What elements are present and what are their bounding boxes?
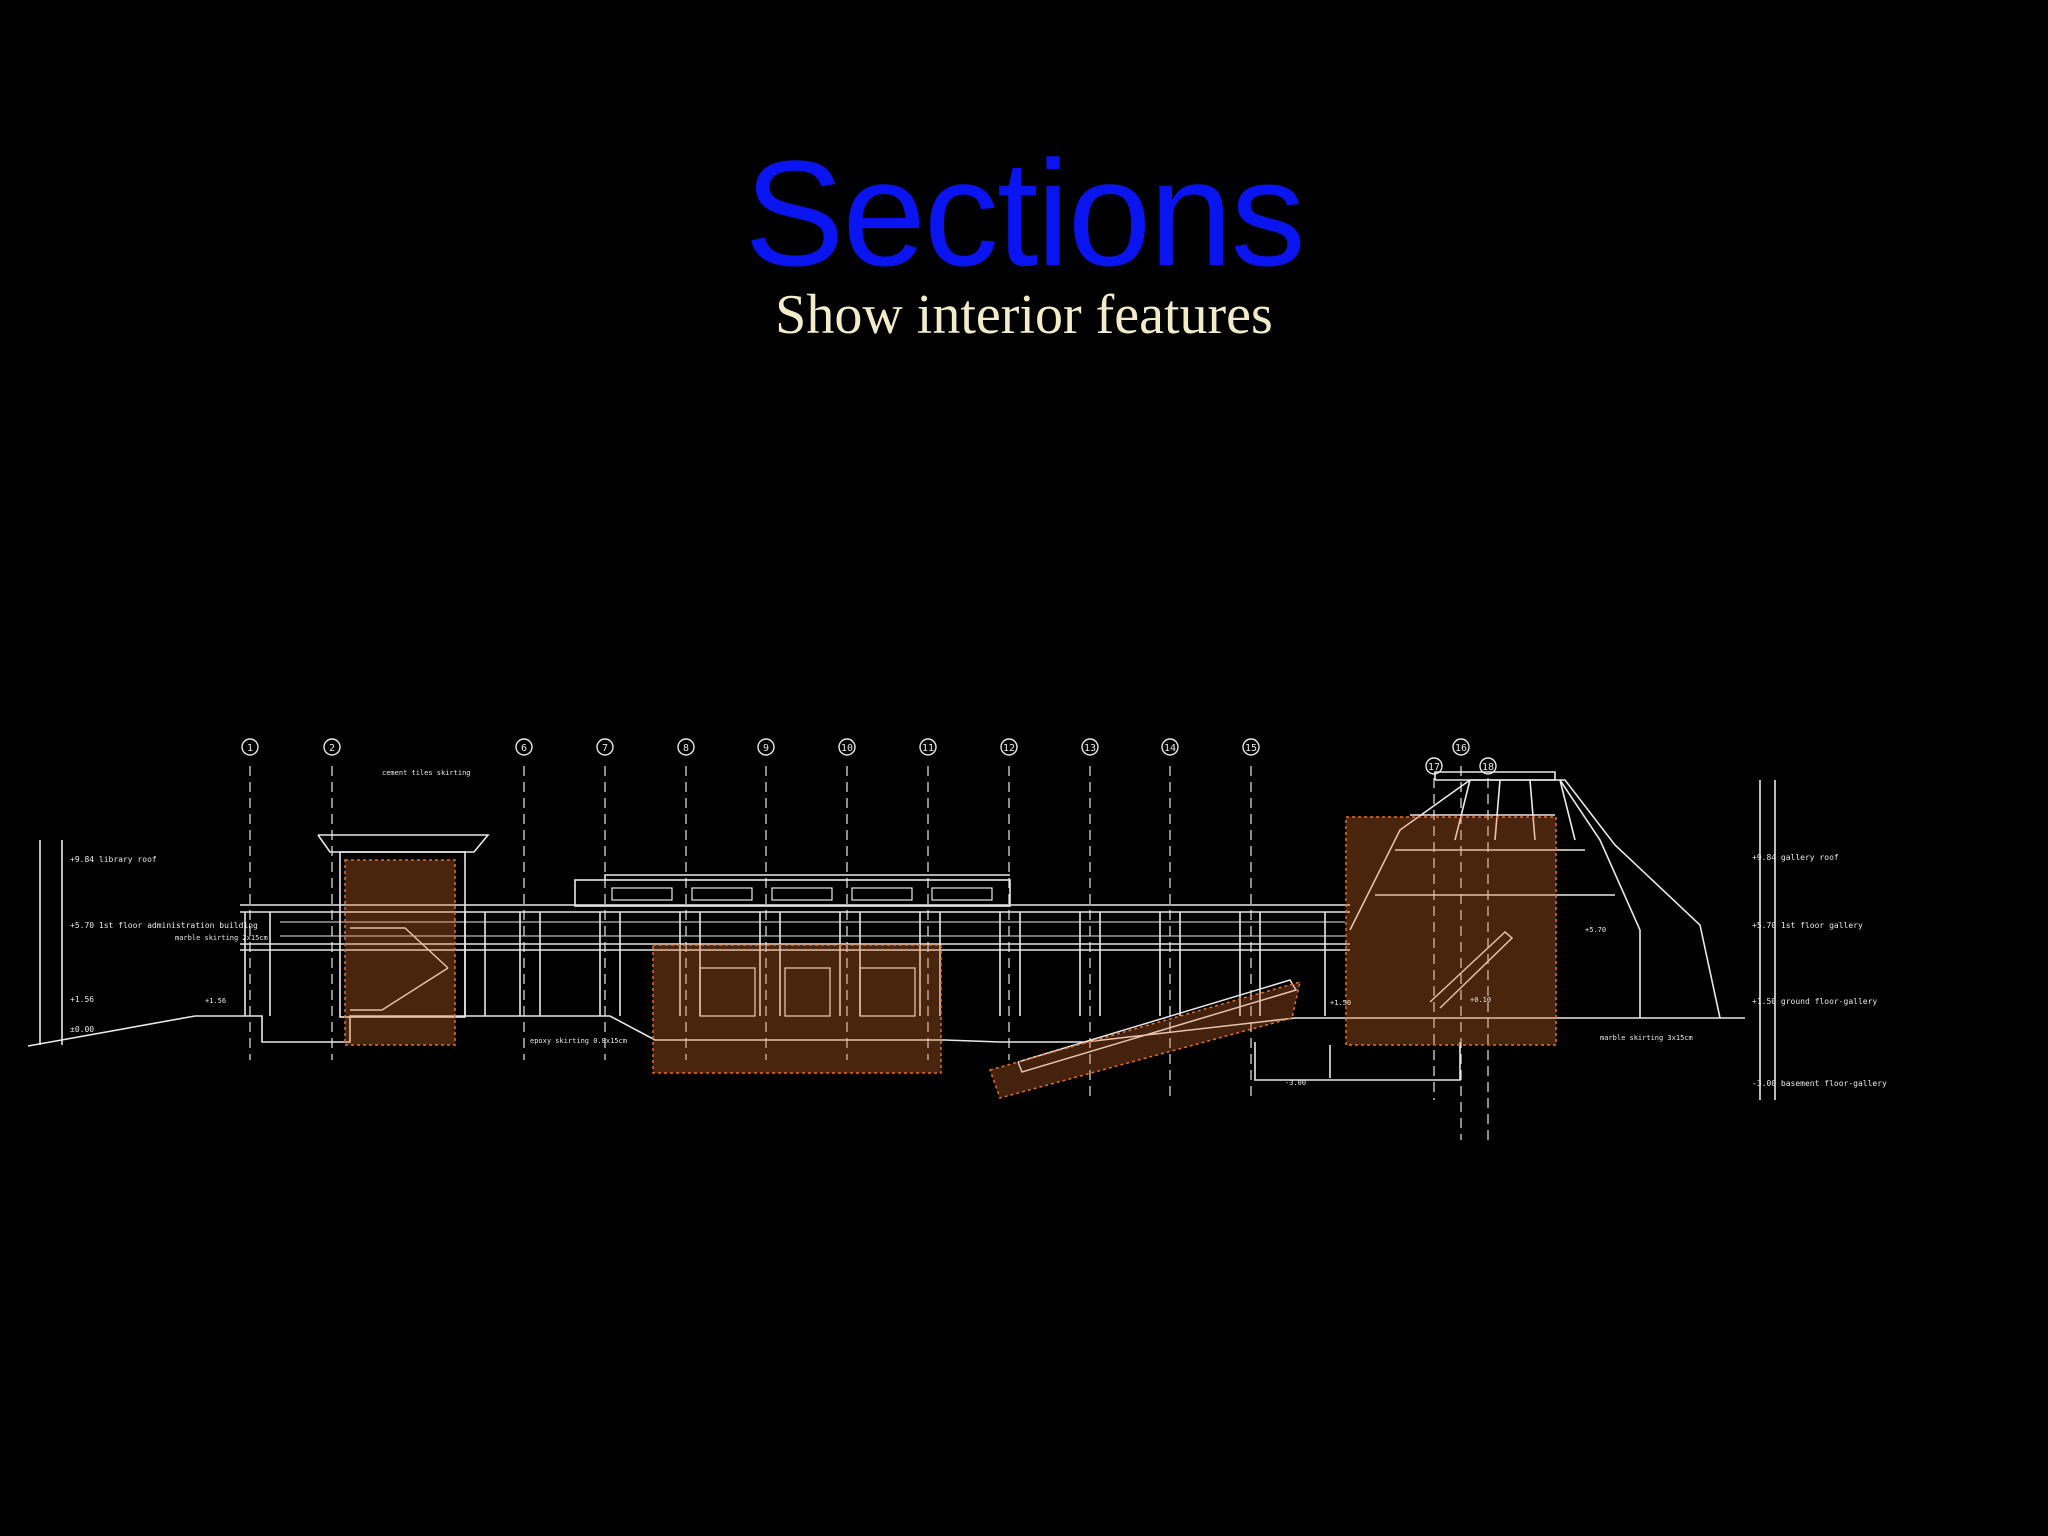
level-label-right-1: +9.84 gallery roof xyxy=(1752,853,1839,862)
grid-bubble-2: 2 xyxy=(323,738,341,756)
level-labels: +9.84 library roof +5.70 1st floor admin… xyxy=(70,853,1887,1088)
grid-bubble-15: 15 xyxy=(1242,738,1260,756)
grid-bubble-circle xyxy=(1479,757,1497,775)
column-lines xyxy=(244,912,1326,1016)
highlight-regions xyxy=(344,816,1557,1099)
grid-bubble-1: 1 xyxy=(241,738,259,756)
section-linework xyxy=(27,766,1776,1140)
grid-bubble-label: 14 xyxy=(1164,743,1176,754)
level-label-left-3: +1.56 xyxy=(70,995,94,1004)
grid-bubble-8: 8 xyxy=(677,738,695,756)
grid-bubble-12: 12 xyxy=(1000,738,1018,756)
annotation-5: +1.56 xyxy=(205,997,226,1005)
grid-bubble-label: 17 xyxy=(1428,762,1440,773)
annotation-6: +1.50 xyxy=(1330,999,1351,1007)
grid-bubble-label: 7 xyxy=(602,743,608,754)
grid-bubble-circle xyxy=(1242,738,1260,756)
annotations: cement tiles skirting marble skirting 2x… xyxy=(175,769,1693,1087)
grid-bubble-circle xyxy=(1425,757,1443,775)
highlight-entrance-hall xyxy=(652,944,942,1074)
level-label-left-1: +9.84 library roof xyxy=(70,855,157,864)
annotation-9: +0.10 xyxy=(1470,996,1491,1004)
grid-bubble-label: 18 xyxy=(1482,762,1494,773)
grid-bubble-6: 6 xyxy=(515,738,533,756)
grid-bubble-circle xyxy=(241,738,259,756)
annotation-2: marble skirting 2x15cm xyxy=(175,934,268,942)
grid-bubble-circle xyxy=(1000,738,1018,756)
grid-bubble-circle xyxy=(919,738,937,756)
grid-bubble-circle xyxy=(838,738,856,756)
grid-bubble-13: 13 xyxy=(1081,738,1099,756)
highlight-stair-tower xyxy=(344,859,456,1046)
grid-bubble-9: 9 xyxy=(757,738,775,756)
grid-bubble-14: 14 xyxy=(1161,738,1179,756)
grid-bubble-11: 11 xyxy=(919,738,937,756)
highlight-ramp xyxy=(989,980,1302,1099)
window-mullions xyxy=(280,921,1345,937)
grid-bubble-label: 8 xyxy=(683,743,689,754)
grid-bubble-label: 10 xyxy=(841,743,853,754)
grid-bubble-circle xyxy=(1452,738,1470,756)
annotation-4: epoxy skirting 0.8x15cm xyxy=(530,1037,627,1045)
annotation-8: -3.00 xyxy=(1285,1079,1306,1087)
stairs xyxy=(350,927,1514,1073)
level-label-left-2: +5.70 1st floor administration building xyxy=(70,921,258,930)
grid-bubble-16: 16 xyxy=(1452,738,1470,756)
grid-bubble-label: 16 xyxy=(1455,743,1467,754)
grid-lines xyxy=(249,766,1489,1140)
grid-bubble-label: 2 xyxy=(329,743,335,754)
grid-bubble-18: 18 xyxy=(1479,757,1497,775)
grid-bubble-label: 12 xyxy=(1003,743,1015,754)
grid-bubble-circle xyxy=(677,738,695,756)
annotation-3: marble skirting 3x15cm xyxy=(1600,1034,1693,1042)
grid-bubble-label: 13 xyxy=(1084,743,1096,754)
grid-bubble-circle xyxy=(596,738,614,756)
slide-subtitle: Show interior features xyxy=(775,284,1273,346)
grid-bubble-circle xyxy=(515,738,533,756)
grid-bubble-17: 17 xyxy=(1425,757,1443,775)
grid-bubble-circle xyxy=(757,738,775,756)
level-label-right-4: -3.00 basement floor-gallery xyxy=(1752,1079,1887,1088)
grid-bubble-circle xyxy=(323,738,341,756)
highlight-gallery-tower xyxy=(1345,816,1557,1046)
level-label-right-2: +5.70 1st floor gallery xyxy=(1752,921,1863,930)
level-label-right-3: +1.50 ground floor-gallery xyxy=(1752,997,1877,1006)
grid-bubble-label: 15 xyxy=(1245,743,1257,754)
annotation-1: cement tiles skirting xyxy=(382,769,471,777)
slide-title: Sections xyxy=(744,129,1305,297)
grid-bubble-10: 10 xyxy=(838,738,856,756)
level-label-left-4: ±0.00 xyxy=(70,1025,94,1034)
grid-bubble-7: 7 xyxy=(596,738,614,756)
annotation-7: +5.70 xyxy=(1585,926,1606,934)
grid-bubble-label: 1 xyxy=(247,743,253,754)
grid-bubble-circle xyxy=(1081,738,1099,756)
grid-bubble-label: 11 xyxy=(922,743,934,754)
grid-bubble-circle xyxy=(1161,738,1179,756)
grid-bubble-label: 6 xyxy=(521,743,527,754)
grid-bubble-label: 9 xyxy=(763,743,769,754)
